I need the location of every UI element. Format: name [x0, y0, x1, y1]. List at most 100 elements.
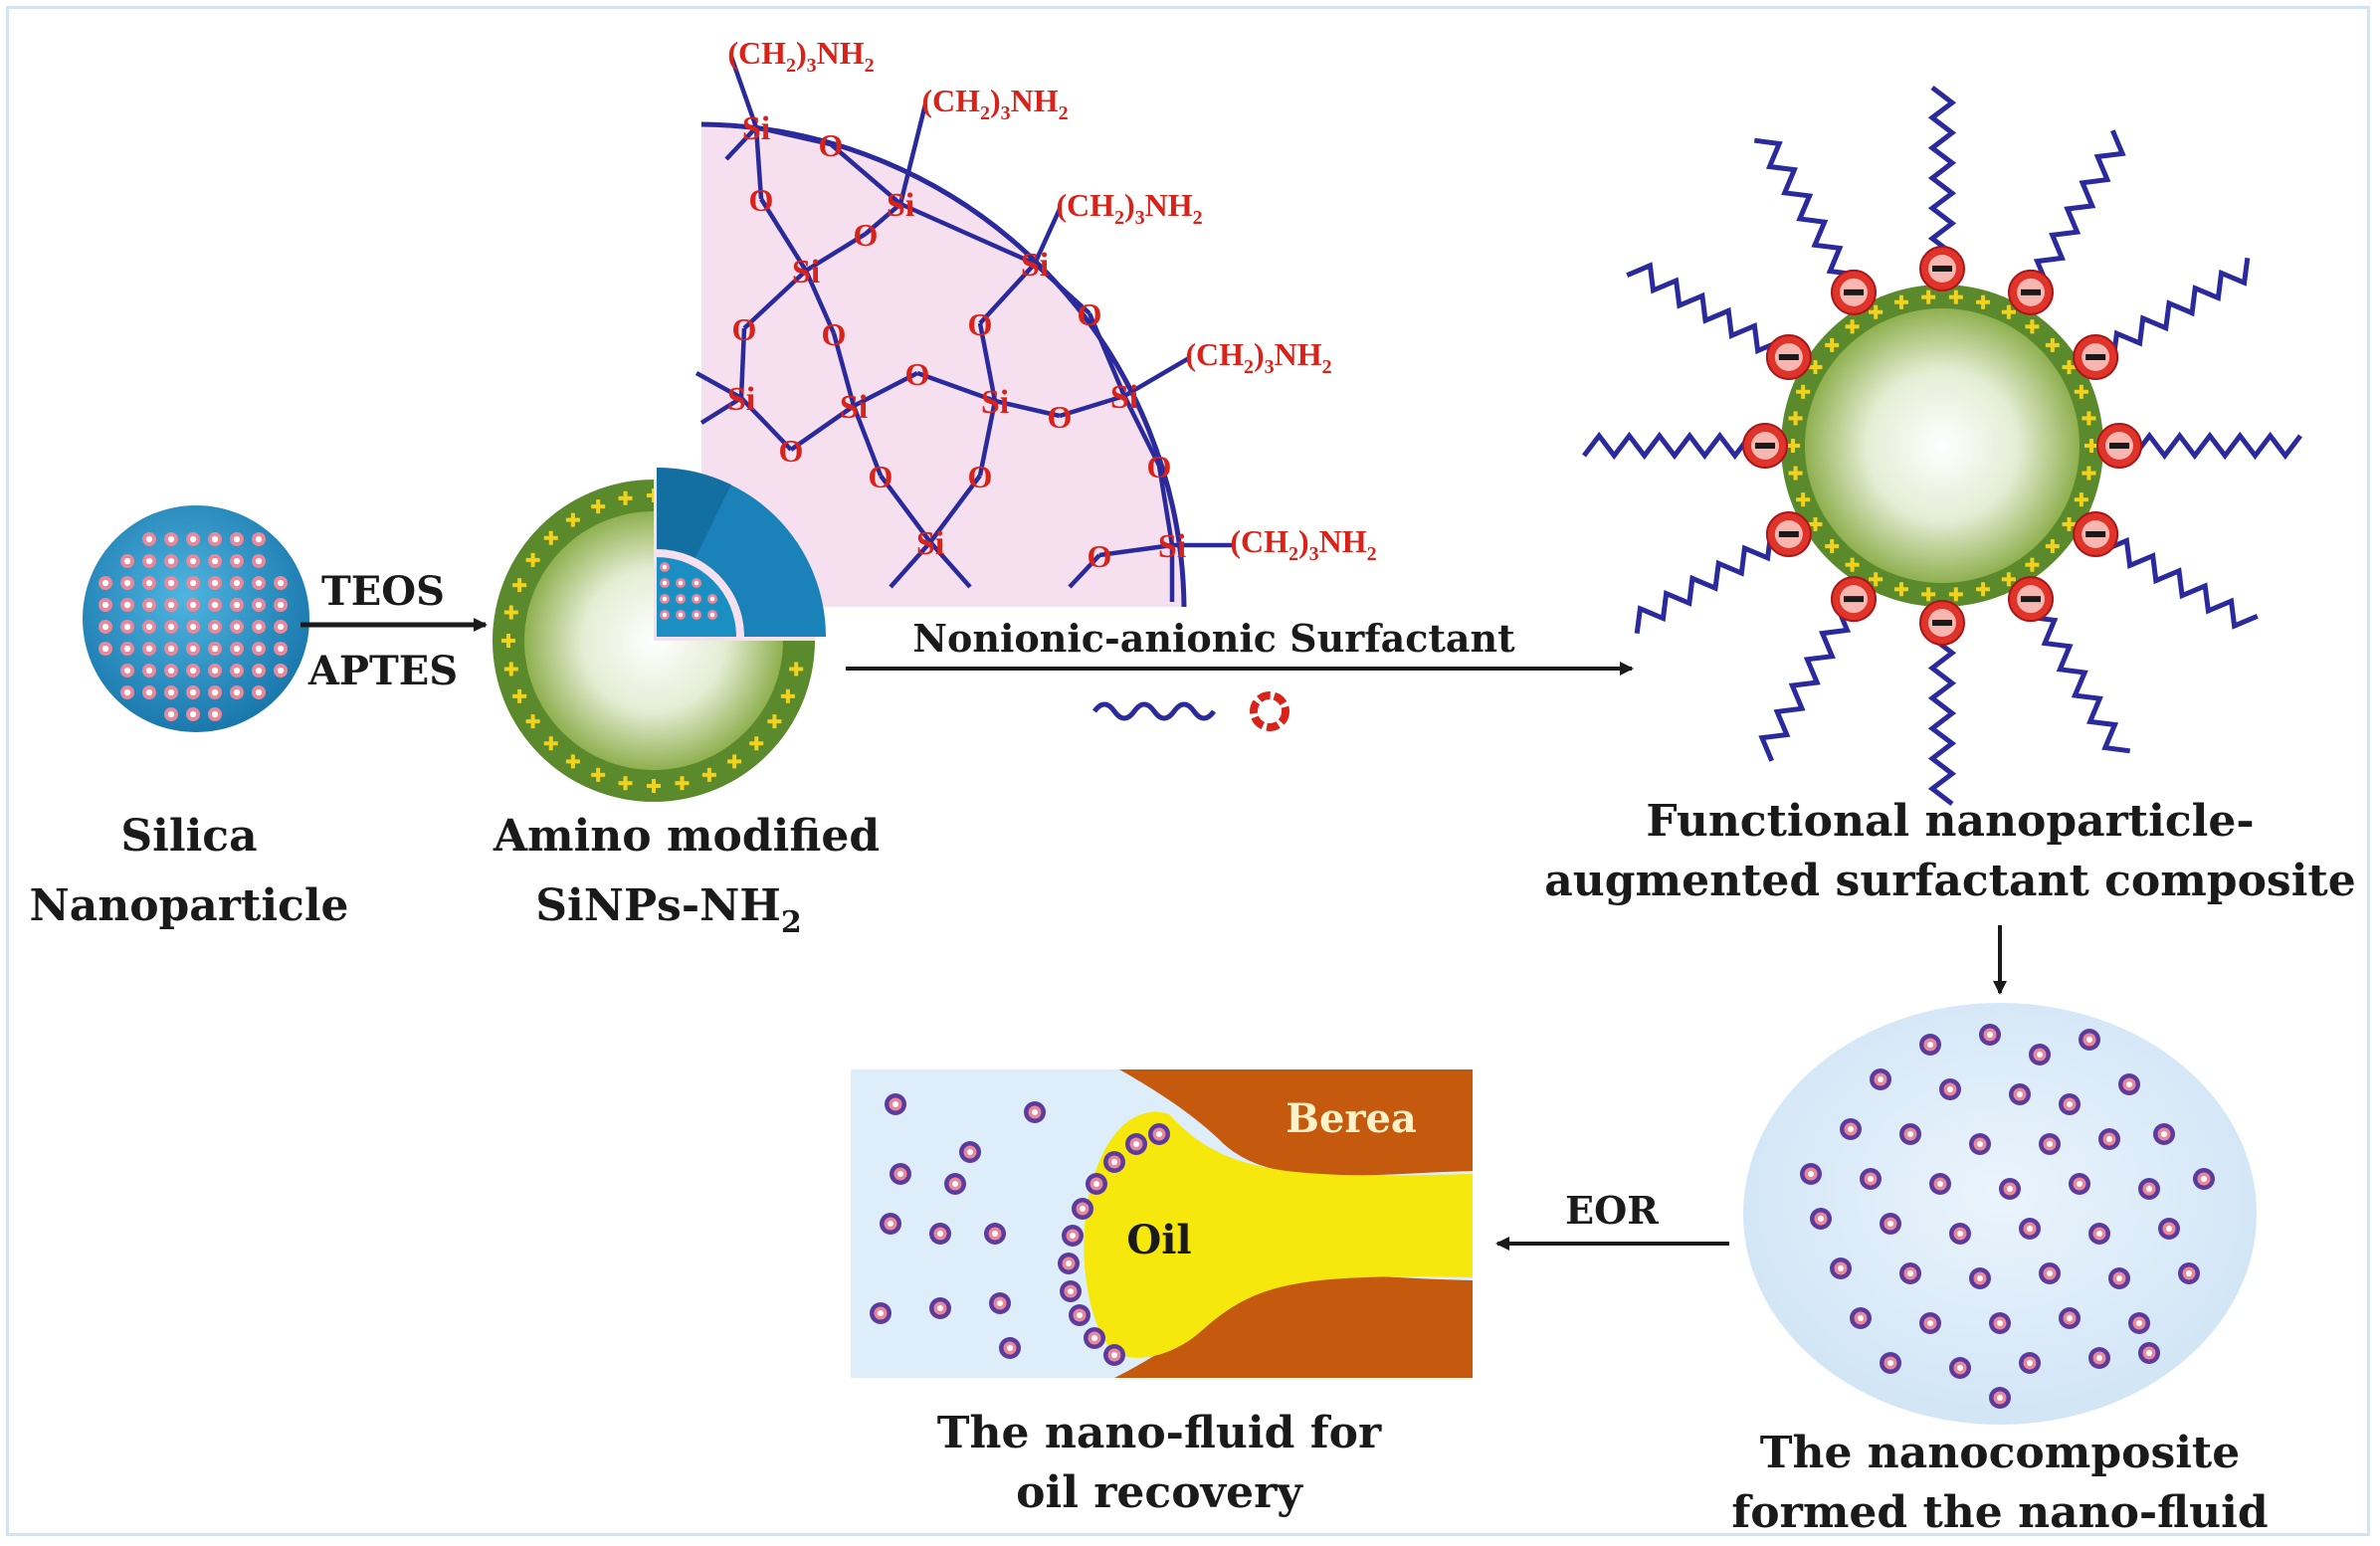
plus-charge — [543, 530, 558, 545]
oil-recovery-panel: Berea Oil — [851, 1069, 1473, 1378]
plus-charge — [2082, 466, 2096, 481]
plus-charge — [565, 512, 580, 527]
silica-pore — [164, 664, 178, 677]
silica-pore — [186, 707, 200, 721]
plus-charge — [1976, 294, 1991, 309]
teos-label: TEOS — [321, 568, 445, 615]
nanofluid-particle — [2098, 1128, 2120, 1150]
silica-pore — [99, 642, 112, 656]
nanofluid-particle — [1919, 1312, 1941, 1334]
silica-pore — [99, 576, 112, 590]
plus-charge — [1796, 384, 1811, 399]
anion-head — [1765, 334, 1812, 380]
silica-pore — [230, 576, 244, 590]
plus-charge — [2074, 492, 2088, 507]
silica-pore — [230, 620, 244, 634]
o-atom: O — [905, 356, 930, 392]
plus-charge — [1825, 337, 1840, 352]
si-atom: Si — [1110, 379, 1138, 416]
nanofluid-particle — [2178, 1262, 2200, 1284]
plus-charge — [591, 767, 606, 782]
berea-rock-bottom — [1114, 1275, 1473, 1378]
water-particle — [999, 1337, 1021, 1359]
nanofluid-particle — [1860, 1168, 1882, 1190]
silica-pore — [142, 576, 156, 590]
silica-pore — [142, 532, 156, 546]
nanofluid-particle — [2153, 1123, 2175, 1145]
plus-charge — [2001, 304, 2016, 319]
plus-charge — [2025, 557, 2040, 572]
nanofluid-particle — [1870, 1068, 1891, 1090]
plus-charge — [1893, 582, 1908, 597]
plus-charge — [1786, 439, 1800, 453]
surfactant-tail — [2095, 257, 2251, 361]
cutaway-pore — [660, 562, 670, 572]
o-atom: O — [779, 433, 804, 469]
o-atom: O — [1078, 296, 1102, 332]
plus-charge — [525, 552, 540, 567]
silica-pore — [186, 642, 200, 656]
plus-charge — [1921, 587, 1936, 602]
water-particle — [885, 1093, 906, 1115]
surfactant-tail — [1758, 596, 1856, 762]
silica-pore — [186, 620, 200, 634]
eor-label: EOR — [1565, 1188, 1659, 1233]
aminopropyl-group: (CH2)3NH2 — [1185, 336, 1331, 378]
nanofluid-particle — [2019, 1352, 2041, 1374]
silica-pore — [164, 532, 178, 546]
surfactant-step: Nonionic-anionic Surfactant — [846, 616, 1634, 731]
cutaway-pore — [692, 594, 701, 604]
silica-pore — [186, 664, 200, 677]
silica-pore — [230, 554, 244, 568]
composite-label-line2: augmented surfactant composite — [1544, 856, 2355, 906]
plus-charge — [675, 776, 690, 791]
nanofluid-body — [1743, 1003, 2257, 1425]
o-atom: O — [732, 311, 757, 347]
silica-pore — [230, 685, 244, 699]
silica-pore — [252, 598, 266, 612]
plus-charge — [2045, 337, 2060, 352]
nanofluid-particle — [1800, 1163, 1822, 1185]
surfactant-tail-icon — [1091, 701, 1217, 721]
nanofluid-particle — [2069, 1173, 2090, 1195]
silica-pore — [142, 598, 156, 612]
plus-charge — [503, 662, 518, 676]
interface-particle — [1062, 1225, 1084, 1247]
anion-head — [2096, 423, 2142, 469]
o-atom: O — [1147, 449, 1172, 484]
nanofluid-particle — [2193, 1168, 2215, 1190]
silica-pore — [164, 554, 178, 568]
aptes-label: APTES — [307, 648, 458, 694]
nanofluid-particle — [2029, 1044, 2051, 1065]
nanofluid-particle — [2039, 1133, 2061, 1155]
teos-aptes-step: TEOS APTES — [300, 568, 488, 694]
nanofluid-ellipse — [1743, 1003, 2257, 1425]
surfactant-label: Nonionic-anionic Surfactant — [912, 616, 1515, 661]
silica-pore — [252, 576, 266, 590]
surfactant-head-icon — [1250, 691, 1289, 731]
amino-label-line2: SiNPs-NH2 — [535, 880, 802, 940]
silica-pore — [164, 685, 178, 699]
aminopropyl-groups: (CH2)3NH2(CH2)3NH2(CH2)3NH2(CH2)3NH2(CH2… — [727, 35, 1376, 565]
nanofluid-particle — [1850, 1307, 1872, 1329]
plus-charge — [618, 490, 633, 505]
eor-step: EOR — [1495, 1188, 1729, 1251]
plus-charge — [727, 754, 742, 769]
nanofluid-particle — [2108, 1267, 2130, 1289]
nanofluid-particle — [2019, 1218, 2041, 1240]
plus-charge — [512, 578, 527, 593]
silica-pore — [230, 664, 244, 677]
nanofluid-particle — [2088, 1223, 2110, 1245]
o-atom: O — [968, 306, 993, 342]
silica-pore — [208, 620, 222, 634]
nanofluid-particle — [1989, 1387, 2011, 1409]
berea-label: Berea — [1286, 1095, 1417, 1142]
interface-particle — [1072, 1198, 1093, 1220]
nanofluid-particle — [1810, 1208, 1832, 1230]
anion-head — [1765, 511, 1812, 557]
nanofluid-particle — [1880, 1352, 1901, 1374]
water-particle — [929, 1223, 951, 1245]
nanofluid-particle — [1949, 1223, 1971, 1245]
silica-pore — [142, 685, 156, 699]
plus-charge — [701, 767, 716, 782]
